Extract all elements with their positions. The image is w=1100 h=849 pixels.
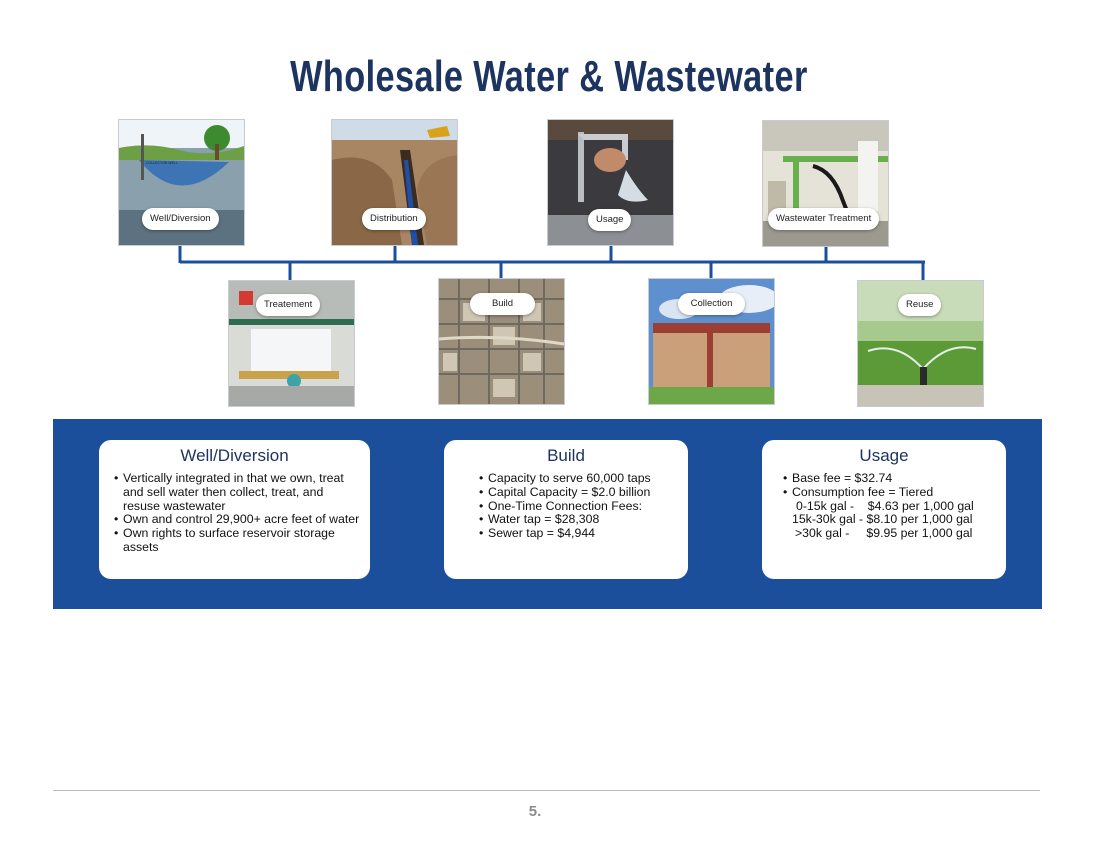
page-number: 5. (528, 803, 542, 820)
page-title: Wholesale Water & Wastewater (290, 52, 808, 101)
card-usage: Usage Base fee = $32.74 Consumption fee … (762, 440, 1006, 579)
tier-row: 15k-30k gal - $8.10 per 1,000 gal (792, 512, 973, 527)
flow-label-usage[interactable]: Usage (588, 209, 632, 231)
flow-label-wastewater-treatment[interactable]: Wastewater Treatment (768, 208, 880, 230)
list-item: Capital Capacity = $2.0 billion (479, 485, 678, 500)
collection-photo (649, 279, 774, 404)
list-item: Consumption fee = Tiered (783, 485, 1002, 500)
flow-label-build[interactable]: Build (470, 293, 535, 315)
tier-row: >30k gal - $9.95 per 1,000 gal (795, 526, 973, 541)
flow-label-reuse[interactable]: Reuse (898, 294, 942, 316)
card-bullet-list: Capacity to serve 60,000 taps Capital Ca… (444, 471, 688, 541)
card-well-diversion: Well/Diversion Vertically integrated in … (99, 440, 370, 579)
flow-label-well-diversion[interactable]: Well/Diversion (142, 208, 219, 230)
list-item: Vertically integrated in that we own, tr… (114, 471, 360, 513)
list-item: One-Time Connection Fees: (479, 499, 678, 514)
card-bullet-list: Base fee = $32.74 Consumption fee = Tier… (762, 471, 1006, 541)
tier-row: 0-15k gal - $4.63 per 1,000 gal (796, 498, 974, 513)
list-item: Capacity to serve 60,000 taps (479, 471, 678, 486)
footer-divider (53, 790, 1040, 791)
flow-label-collection[interactable]: Collection (678, 293, 745, 315)
flow-label-treatment[interactable]: Treatement (256, 294, 321, 316)
list-item: Own and control 29,900+ acre feet of wat… (114, 513, 360, 527)
treatment-photo (229, 281, 354, 406)
flow-label-distribution[interactable]: Distribution (362, 208, 426, 230)
collector-well-label: COLLECTOR WELL (146, 161, 178, 165)
list-item: Sewer tap = $4,944 (479, 526, 678, 541)
card-build: Build Capacity to serve 60,000 taps Capi… (444, 440, 688, 579)
card-bullet-list: Vertically integrated in that we own, tr… (99, 471, 370, 555)
card-heading: Build (547, 446, 585, 465)
card-heading: Usage (859, 446, 909, 465)
card-heading: Well/Diversion (180, 446, 289, 465)
list-item: Water tap = $28,308 (479, 513, 678, 527)
list-item: Own rights to surface reservoir storage … (114, 526, 360, 555)
list-item: Base fee = $32.74 (783, 471, 1002, 486)
